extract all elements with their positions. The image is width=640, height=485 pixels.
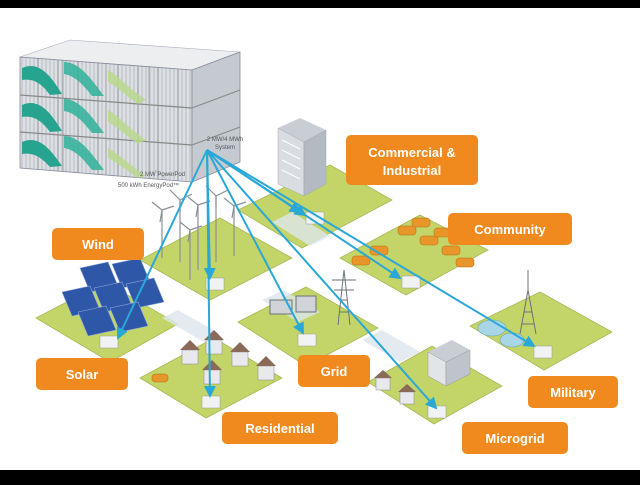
office-building-icon [277, 118, 327, 197]
system-label-line1: 2 MW/4 MWh [207, 137, 243, 143]
label-community-text: Community [474, 222, 546, 237]
energypod-label: 500 kWh EnergyPod™ [118, 182, 179, 189]
car-icon [151, 217, 475, 383]
arrow-grid [206, 149, 304, 335]
label-grid-text: Grid [321, 364, 348, 379]
microgrid-buildings [374, 340, 471, 405]
label-residential-text: Residential [245, 421, 314, 436]
tile-microgrid [367, 345, 503, 425]
arrow-microgrid [206, 149, 438, 410]
label-commercial: Commercial & Industrial [346, 135, 478, 185]
system-label-line2: System [215, 145, 235, 151]
transmission-tower-icon [269, 269, 356, 326]
solar-panel-icon [61, 257, 165, 337]
connector-arrows [116, 149, 536, 410]
label-commercial-line1: Commercial & [368, 145, 455, 160]
label-commercial-line2: Industrial [383, 163, 442, 178]
arrow-residential [203, 149, 216, 398]
battery-unit-icon [99, 211, 553, 419]
label-community: Community [448, 213, 572, 245]
label-military: Military [528, 376, 618, 408]
battery-container-stack [19, 39, 241, 183]
label-residential: Residential [222, 412, 338, 444]
powerpod-label: 2 MW PowerPod [140, 172, 185, 178]
arrow-military [206, 149, 536, 348]
application-labels: Commercial & Industrial Community Wind S… [36, 135, 618, 454]
label-wind-text: Wind [82, 237, 114, 252]
label-microgrid-text: Microgrid [485, 431, 544, 446]
tile-military [469, 291, 613, 371]
label-wind: Wind [52, 228, 144, 260]
arrow-solar [116, 149, 208, 340]
tile-connectors [162, 212, 420, 362]
label-microgrid: Microgrid [462, 422, 568, 454]
arrow-commercial-2 [206, 149, 302, 214]
label-grid: Grid [298, 355, 370, 387]
container-captions: 2 MW/4 MWh System 2 MW PowerPod 500 kWh … [118, 137, 243, 189]
label-military-text: Military [550, 385, 596, 400]
wind-turbine-icon [151, 185, 247, 280]
label-solar-text: Solar [66, 367, 99, 382]
label-solar: Solar [36, 358, 128, 390]
